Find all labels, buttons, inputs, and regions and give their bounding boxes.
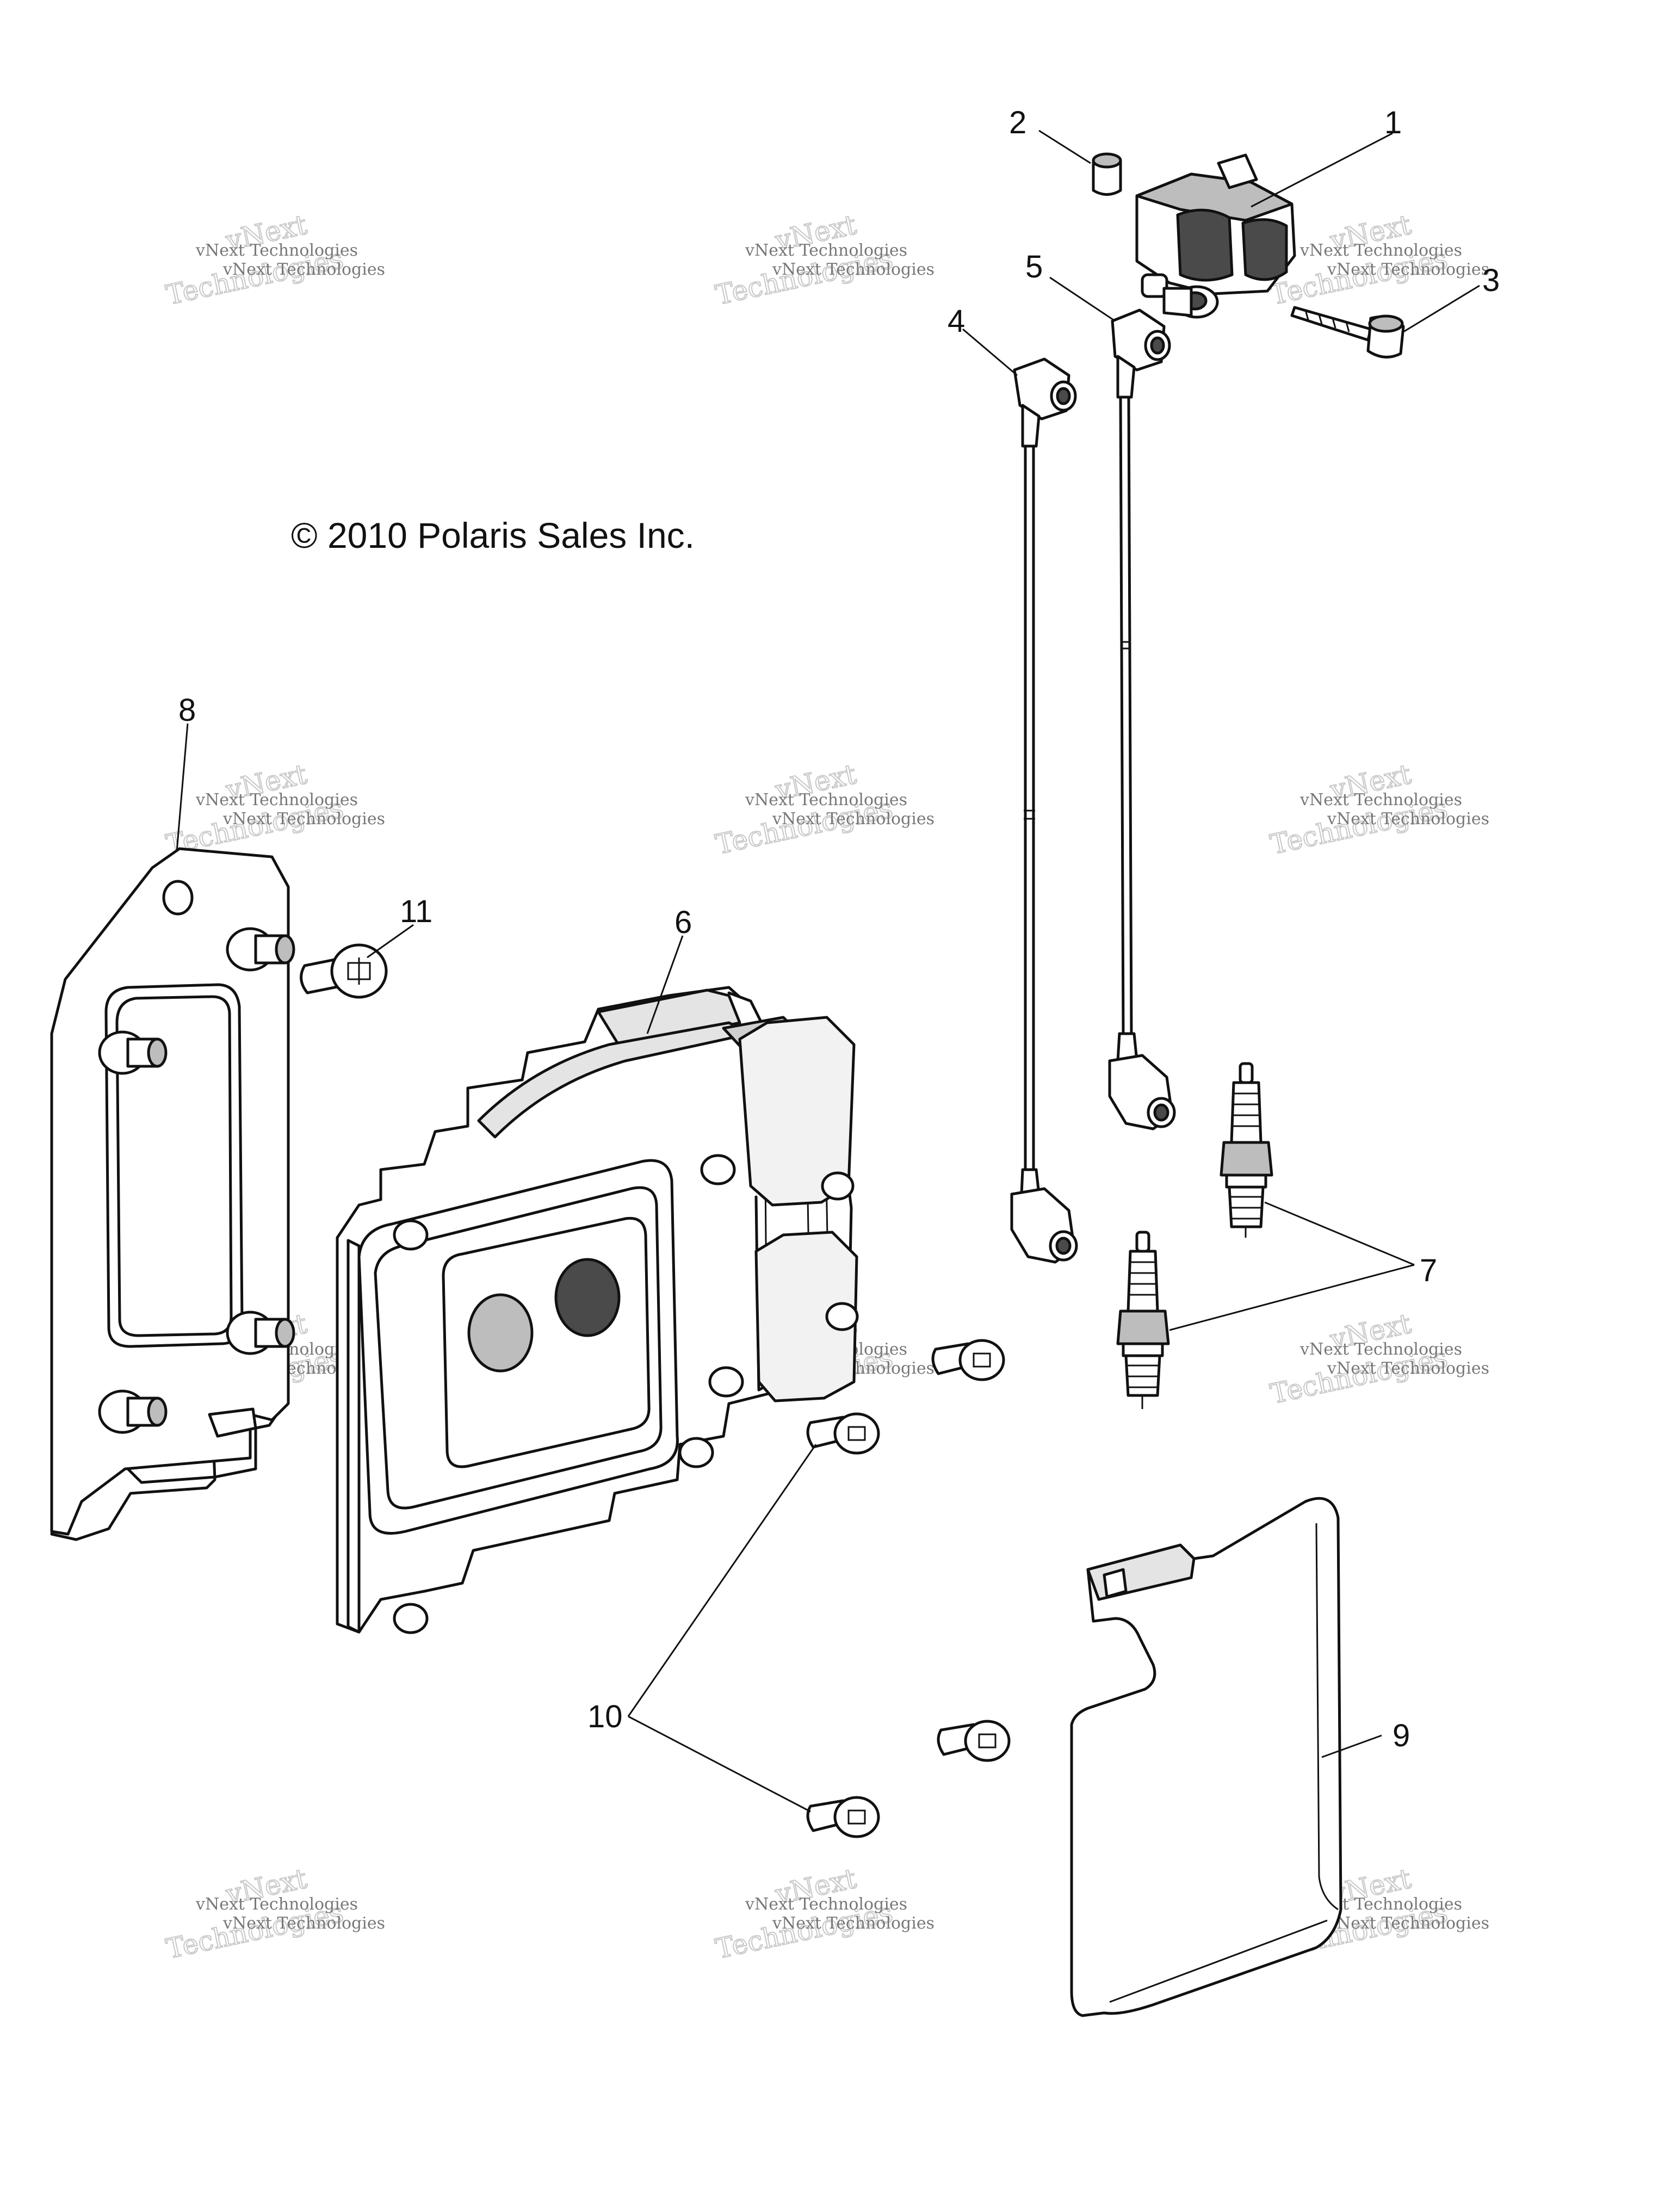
watermark: vNext Technologies vNext Technologies vN… <box>1267 208 1489 312</box>
callout-2: 2 <box>1009 105 1026 140</box>
callout-7: 7 <box>1420 1253 1437 1288</box>
svg-text:vNext Technologies: vNext Technologies <box>1327 810 1489 829</box>
svg-text:vNext Technologies: vNext Technologies <box>772 1914 934 1933</box>
svg-text:vNext Technologies: vNext Technologies <box>1327 1359 1489 1378</box>
spark-plug-wire-left <box>1010 357 1078 1264</box>
leader-3 <box>1403 285 1480 333</box>
copyright-notice: © 2010 Polaris Sales Inc. <box>291 515 695 555</box>
bracket-stud <box>226 1311 295 1355</box>
ecu-mounting-bracket <box>50 847 295 1541</box>
connector-header-upper <box>738 1016 856 1207</box>
watermark: vNext Technologies vNext Technologies vN… <box>712 758 934 861</box>
callout-4: 4 <box>948 304 965 339</box>
svg-text:vNext Technologies: vNext Technologies <box>195 1895 358 1914</box>
coil-bolt <box>1290 306 1405 359</box>
spark-plug-wire-right <box>1108 308 1176 1130</box>
ecu-stud <box>708 1366 744 1398</box>
leader-10b <box>628 1715 811 1813</box>
leader-7a <box>1264 1201 1415 1266</box>
svg-text:vNext Technologies: vNext Technologies <box>745 241 907 260</box>
watermark: vNext Technologies vNext Technologies vN… <box>712 208 934 312</box>
leader-9 <box>1321 1734 1382 1758</box>
ecu-stud <box>700 1154 736 1185</box>
ecu-stud <box>678 1437 714 1468</box>
leader-5 <box>1049 276 1116 322</box>
svg-text:vNext Technologies: vNext Technologies <box>1299 790 1462 810</box>
leader-11 <box>367 924 414 959</box>
svg-text:vNext Technologies: vNext Technologies <box>1327 1914 1489 1933</box>
watermark: vNext Technologies vNext Technologies vN… <box>1267 1307 1489 1411</box>
bracket-stud <box>98 1030 168 1075</box>
spark-plug-lower <box>1116 1231 1170 1409</box>
callout-1: 1 <box>1384 105 1402 140</box>
callout-6: 6 <box>674 905 692 940</box>
svg-text:vNext Technologies: vNext Technologies <box>1299 241 1462 260</box>
svg-text:vNext Technologies: vNext Technologies <box>222 810 385 829</box>
watermark: vNext Technologies vNext Technologies vN… <box>163 208 385 312</box>
svg-text:vNext Technologies: vNext Technologies <box>1327 260 1489 279</box>
svg-text:vNext Technologies: vNext Technologies <box>195 790 358 810</box>
leader-2 <box>1038 129 1091 164</box>
connector-header-lower <box>754 1231 859 1402</box>
watermark: vNext Technologies vNext Technologies vN… <box>163 758 385 861</box>
engine-control-unit <box>336 986 859 1634</box>
leader-10a <box>627 1444 817 1717</box>
bracket-screw <box>300 943 388 999</box>
callout-11: 11 <box>400 894 432 929</box>
ecu-screw <box>931 1339 1005 1381</box>
svg-text:vNext Technologies: vNext Technologies <box>772 810 934 829</box>
watermark: vNext Technologies vNext Technologies vN… <box>1267 758 1489 861</box>
watermark: vNext Technologies vNext Technologies vN… <box>163 1862 385 1966</box>
svg-text:vNext Technologies: vNext Technologies <box>1299 1340 1462 1359</box>
leader-1 <box>1251 132 1393 208</box>
watermark: vNext Technologies vNext Technologies vN… <box>712 1862 934 1966</box>
svg-text:vNext Technologies: vNext Technologies <box>745 1895 907 1914</box>
leader-4 <box>962 328 1018 376</box>
leader-7b <box>1169 1264 1415 1331</box>
leader-lines <box>176 129 1480 1813</box>
spacer <box>1092 152 1122 196</box>
svg-text:vNext Technologies: vNext Technologies <box>772 260 934 279</box>
callout-9: 9 <box>1392 1718 1410 1753</box>
spark-plug-upper <box>1220 1062 1273 1238</box>
svg-text:vNext Technologies: vNext Technologies <box>745 790 907 810</box>
callout-8: 8 <box>178 693 196 728</box>
ecu-screw <box>806 1412 880 1455</box>
leader-8 <box>176 723 189 852</box>
ecu-stud <box>393 1603 429 1634</box>
callout-5: 5 <box>1025 249 1043 285</box>
callout-labels: 1 2 3 4 5 6 7 8 9 10 11 <box>178 105 1500 1753</box>
leader-6 <box>646 935 684 1034</box>
callout-3: 3 <box>1482 263 1500 298</box>
svg-text:vNext Technologies: vNext Technologies <box>222 260 385 279</box>
svg-text:vNext Technologies: vNext Technologies <box>195 241 358 260</box>
ecu-cover <box>1070 1497 1342 2017</box>
svg-text:vNext Technologies: vNext Technologies <box>222 1914 385 1933</box>
cover-screw <box>806 1796 880 1838</box>
bracket-stud <box>226 927 295 972</box>
cover-screw <box>937 1720 1011 1762</box>
bracket-stud <box>98 1389 168 1434</box>
ecu-stud <box>393 1219 429 1251</box>
callout-10: 10 <box>587 1699 623 1734</box>
